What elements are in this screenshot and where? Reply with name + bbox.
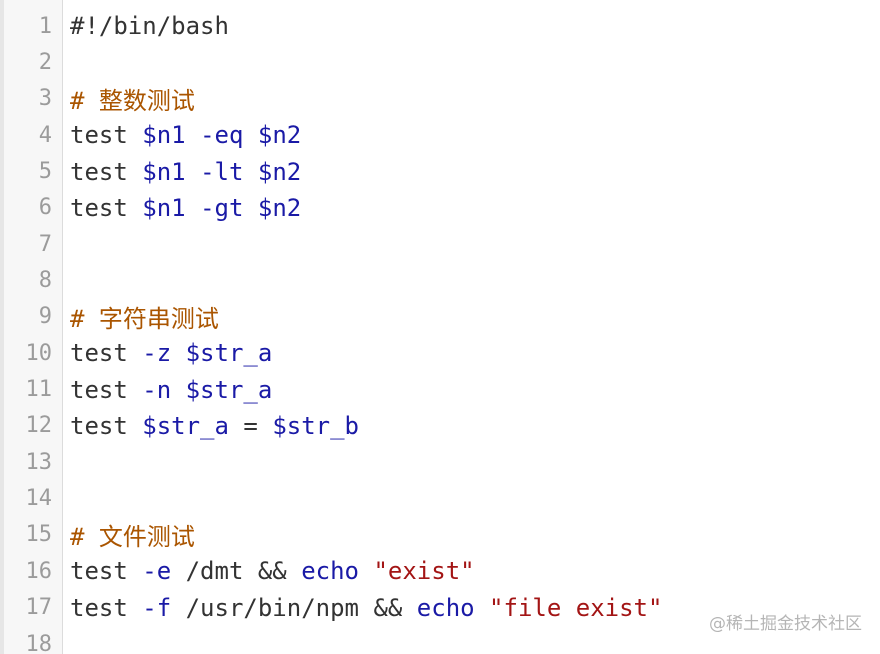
code-lines[interactable]: 1 #!/bin/bash 2 3 # 整数测试 4 test $n1 -eq $n2 5 te…: [4, 8, 880, 654]
line-number: 10: [25, 340, 53, 366]
code-token-plain: [171, 339, 185, 367]
line-code[interactable]: test -n $str_a: [62, 376, 272, 404]
code-token-var: $n1: [142, 193, 186, 222]
code-token-plain: test: [70, 121, 143, 150]
code-token-comment: # 整数测试: [70, 87, 195, 116]
code-token-plain: test: [70, 375, 143, 404]
line-number: 18: [25, 631, 53, 654]
code-token-plain: /dmt &&: [171, 557, 302, 586]
line-number: 3: [38, 86, 52, 112]
line-number: 1: [38, 13, 52, 39]
code-line[interactable]: 5 test $n1 -lt $n2: [4, 153, 880, 189]
code-line[interactable]: 15 # 文件测试: [4, 517, 880, 553]
code-line[interactable]: 1 #!/bin/bash: [4, 8, 880, 44]
code-token-plain: test: [70, 339, 143, 368]
code-line[interactable]: 11 test -n $str_a: [4, 371, 880, 407]
line-number: 16: [25, 558, 53, 584]
code-token-kw: echo: [416, 593, 475, 622]
code-line[interactable]: 3 # 整数测试: [4, 81, 880, 117]
code-line[interactable]: 2: [4, 44, 880, 80]
line-number: 14: [25, 486, 53, 512]
code-token-var: $str_b: [272, 411, 360, 440]
line-number-gutter: [4, 0, 63, 654]
line-code[interactable]: # 整数测试: [62, 81, 195, 116]
line-number: 17: [25, 595, 53, 621]
code-line[interactable]: 14: [4, 480, 880, 516]
line-number: 15: [25, 522, 53, 548]
line-number: 13: [25, 449, 53, 475]
code-token-comment: # 字符串测试: [70, 305, 219, 334]
code-line[interactable]: 6 test $n1 -gt $n2: [4, 190, 880, 226]
code-line[interactable]: 4 test $n1 -eq $n2: [4, 117, 880, 153]
code-token-comment: # 文件测试: [70, 523, 195, 552]
line-code[interactable]: # 文件测试: [62, 517, 195, 552]
code-token-plain: /usr/bin/npm &&: [171, 593, 417, 622]
code-token-flag: -e: [142, 557, 172, 586]
code-token-plain: [475, 594, 489, 622]
code-token-flag: -z: [142, 339, 172, 368]
line-number: 11: [25, 377, 53, 403]
line-number: 5: [38, 159, 52, 185]
line-code[interactable]: test $n1 -lt $n2: [62, 158, 301, 186]
line-code[interactable]: test -z $str_a: [62, 339, 272, 367]
code-token-var: $n1: [142, 121, 186, 150]
code-token-str: "exist": [373, 557, 475, 586]
line-number: 7: [38, 231, 52, 257]
code-line[interactable]: 10 test -z $str_a: [4, 335, 880, 371]
code-line[interactable]: 13: [4, 444, 880, 480]
code-token-plain: [243, 121, 257, 149]
line-code[interactable]: test $n1 -eq $n2: [62, 121, 301, 149]
line-code[interactable]: # 字符串测试: [62, 299, 219, 334]
code-token-flag: -gt: [200, 193, 244, 222]
code-token-plain: #!/bin/bash: [70, 12, 229, 41]
line-number: 9: [38, 304, 52, 330]
code-token-plain: test: [70, 157, 143, 186]
code-token-plain: test: [70, 557, 143, 586]
code-token-var: $str_a: [185, 375, 273, 404]
code-token-flag: -lt: [200, 157, 244, 186]
code-token-var: $n2: [257, 193, 302, 222]
code-line[interactable]: 17 test -f /usr/bin/npm && echo "file exi…: [4, 590, 880, 626]
code-token-kw: echo: [301, 557, 359, 586]
code-token-plain: [186, 158, 200, 186]
line-number: 8: [38, 268, 52, 294]
code-token-plain: [186, 194, 200, 222]
code-line[interactable]: 18: [4, 626, 880, 654]
code-token-plain: test: [70, 193, 143, 222]
code-line[interactable]: 7: [4, 226, 880, 262]
code-token-plain: [359, 557, 373, 585]
code-token-plain: [243, 194, 257, 222]
code-token-var: $str_a: [142, 411, 229, 440]
code-token-plain: =: [228, 411, 273, 440]
watermark: @稀土掘金技术社区: [709, 614, 862, 634]
line-code[interactable]: #!/bin/bash: [62, 12, 229, 40]
code-token-plain: [171, 376, 185, 404]
code-token-var: $n1: [142, 157, 186, 186]
code-token-flag: -eq: [200, 121, 244, 150]
code-line[interactable]: 8: [4, 262, 880, 298]
code-token-var: $n2: [257, 157, 302, 186]
line-number: 2: [38, 50, 52, 76]
code-token-flag: -n: [142, 375, 172, 404]
line-number: 6: [38, 195, 52, 221]
code-token-plain: [243, 158, 257, 186]
code-token-var: $n2: [257, 121, 302, 150]
code-token-flag: -f: [142, 593, 172, 622]
code-token-str: "file exist": [489, 593, 663, 622]
code-token-plain: test: [70, 593, 143, 622]
code-line[interactable]: 12 test $str_a = $str_b: [4, 408, 880, 444]
code-token-plain: [186, 121, 200, 149]
line-code[interactable]: test $n1 -gt $n2: [62, 194, 301, 222]
line-number: 12: [25, 413, 53, 439]
line-number: 4: [38, 122, 52, 148]
line-code[interactable]: test -f /usr/bin/npm && echo "file exist…: [62, 594, 662, 622]
code-token-var: $str_a: [185, 339, 273, 368]
code-line[interactable]: 16 test -e /dmt && echo "exist": [4, 553, 880, 589]
code-line[interactable]: 9 # 字符串测试: [4, 299, 880, 335]
editor-left-edge: [0, 0, 4, 654]
code-token-plain: test: [70, 411, 143, 440]
line-code[interactable]: test -e /dmt && echo "exist": [62, 557, 475, 585]
line-code[interactable]: test $str_a = $str_b: [62, 412, 359, 440]
